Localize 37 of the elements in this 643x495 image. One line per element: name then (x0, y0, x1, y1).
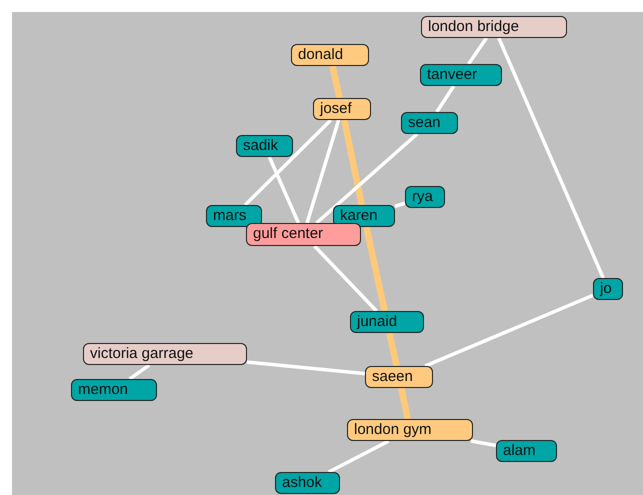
name-label: karen (333, 205, 395, 227)
connector-line (315, 132, 418, 224)
name-label: alam (496, 440, 557, 462)
name-label: sadik (236, 135, 293, 157)
name-label: sean (401, 112, 458, 134)
name-label: josef (313, 98, 371, 120)
connector-line (268, 156, 300, 224)
name-label: memon (71, 379, 157, 401)
name-label: tanveer (420, 64, 502, 86)
connector-line (398, 387, 411, 420)
name-label: gulf center (246, 223, 361, 246)
name-label: junaid (350, 311, 424, 333)
name-label: london bridge (421, 16, 567, 38)
connector-line (246, 360, 366, 376)
connector-line (328, 439, 390, 474)
connector-line (329, 65, 343, 99)
connector-line (470, 439, 496, 448)
name-label: donald (291, 44, 369, 66)
name-label: mars (206, 205, 262, 227)
name-label: jo (593, 278, 623, 300)
connector-line (467, 37, 488, 65)
connector-line (244, 118, 332, 206)
connector-line (435, 85, 456, 113)
name-label: saeen (365, 366, 433, 388)
name-label: london gym (347, 419, 473, 441)
connector-line (424, 294, 594, 368)
connector-line (128, 364, 150, 380)
connector-line (363, 226, 388, 312)
connector-line (386, 332, 400, 367)
connector-line (394, 202, 406, 208)
name-label: victoria garrage (83, 343, 247, 365)
name-label: rya (405, 186, 445, 208)
name-label: ashok (275, 472, 340, 494)
connector-line (313, 244, 378, 312)
connector-line (497, 37, 605, 279)
connector-line (341, 119, 365, 206)
connector-line (305, 119, 340, 224)
